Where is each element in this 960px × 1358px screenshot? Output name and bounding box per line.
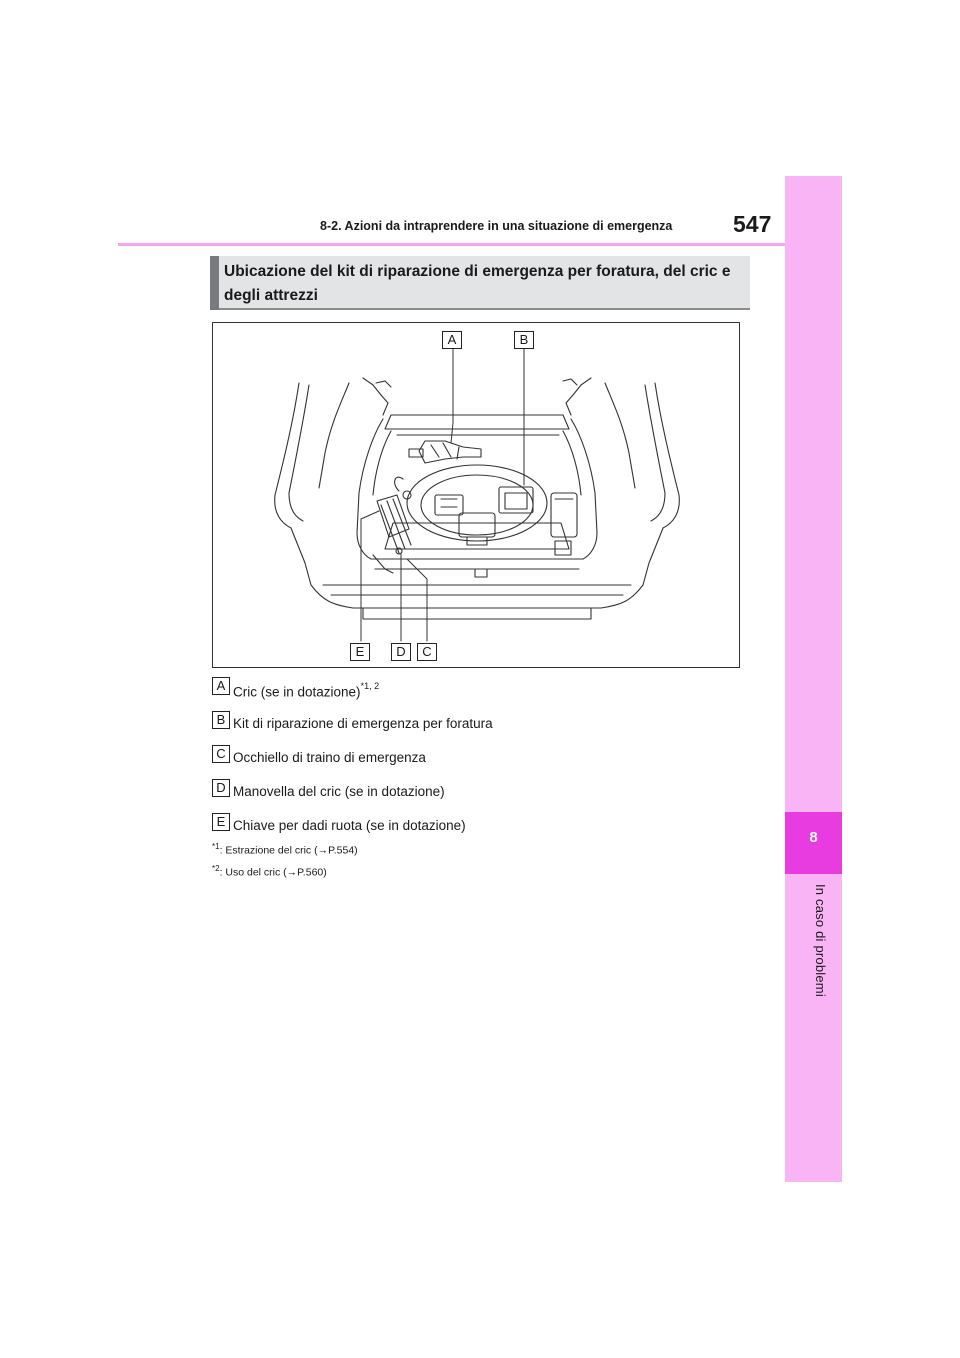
footnote-text[interactable]: : Estrazione del cric (→P.554) (219, 844, 358, 857)
callout-d: D (391, 643, 411, 661)
heading-box: Ubicazione del kit di riparazione di eme… (210, 256, 750, 310)
legend-text-c: Occhiello di traino di emergenza (233, 750, 426, 765)
callout-b: B (514, 331, 534, 349)
trunk-figure: A B E D C (212, 322, 740, 668)
footnote-2: *2: Uso del cric (→P.560) (212, 864, 327, 879)
legend-text-e: Chiave per dadi ruota (se in dotazione) (233, 818, 466, 833)
chapter-number: 8 (809, 829, 818, 846)
section-title: 8-2. Azioni da intraprendere in una situ… (320, 219, 673, 233)
header-rule (118, 243, 785, 246)
chapter-tab-active[interactable] (785, 812, 842, 874)
legend-badge-c: C (212, 745, 230, 763)
callout-e: E (350, 643, 370, 661)
footnote-mark: *1 (212, 842, 220, 851)
chapter-title: In caso di problemi (813, 884, 828, 997)
callout-a: A (442, 331, 462, 349)
footnote-text[interactable]: : Uso del cric (→P.560) (219, 866, 327, 879)
legend-text-b: Kit di riparazione di emergenza per fora… (233, 716, 493, 731)
legend-text-d: Manovella del cric (se in dotazione) (233, 784, 445, 799)
legend-badge-a: A (212, 677, 230, 695)
footnote-1: *1: Estrazione del cric (→P.554) (212, 842, 358, 857)
car-trunk-illustration (274, 348, 680, 642)
legend-footnote-ref: *1, 2 (360, 681, 380, 691)
chapter-side-tab (785, 176, 842, 1182)
heading-accent-bar (210, 256, 219, 310)
page-number: 547 (733, 211, 772, 237)
legend-badge-b: B (212, 711, 230, 729)
legend-text-a: Cric (se in dotazione)*1, 2 (233, 681, 380, 700)
legend-badge-e: E (212, 813, 230, 831)
legend-badge-d: D (212, 779, 230, 797)
heading-title: Ubicazione del kit di riparazione di eme… (224, 263, 731, 304)
footnote-mark: *2 (212, 864, 220, 873)
callout-c: C (417, 643, 437, 661)
